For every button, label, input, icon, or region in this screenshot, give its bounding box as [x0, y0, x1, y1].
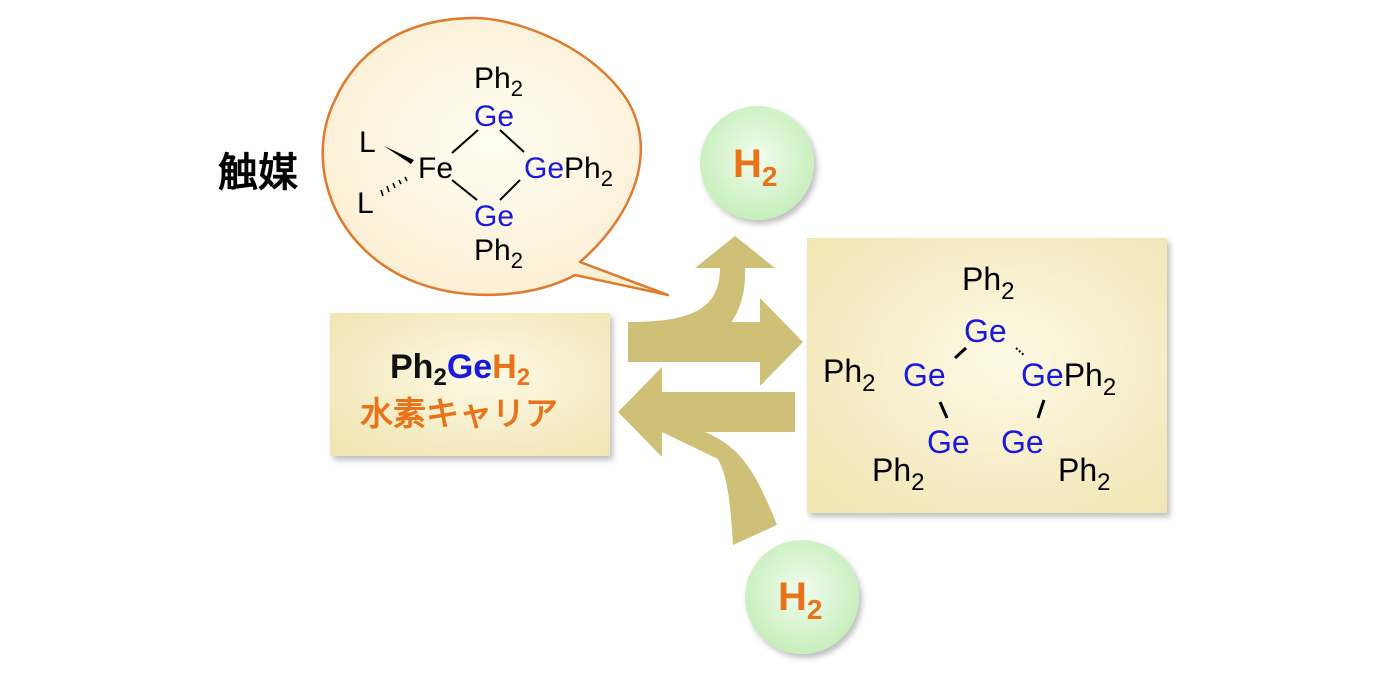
bond-fe-ge-top [451, 129, 479, 154]
ge-ring-right: GePh2 [1021, 357, 1116, 401]
forward-arrow [628, 298, 803, 386]
ge-ring-bottom-right: Ge [1001, 424, 1044, 460]
ring-bond [938, 401, 949, 419]
ge-ring-left: Ge [903, 357, 946, 393]
h2-uptake-circle [745, 540, 859, 654]
h2-released-circle [700, 106, 814, 220]
bond-ge-top-ge-right [499, 129, 525, 153]
wedge-bond [384, 146, 414, 164]
cyclopentagermane-box [807, 238, 1167, 513]
ph2-ring-bottom-right: Ph2 [1058, 452, 1111, 496]
bond-fe-ge-bottom [451, 179, 478, 201]
ge-ring-top: Ge [964, 313, 1007, 349]
h2-released-text: H2 [733, 142, 777, 192]
fe-germanium-complex: Ph2 Ge L Fe GePh2 L Ge Ph2 [357, 62, 613, 273]
hydrogen-carrier-box [330, 313, 610, 456]
fe-atom: Fe [418, 152, 453, 185]
catalyst-label: 触媒 [218, 150, 299, 196]
carrier-label: 水素キャリア [360, 394, 558, 433]
ph2-ring-top: Ph2 [962, 261, 1015, 305]
ge-top-atom: Ge [474, 100, 514, 133]
hashed-bond [380, 176, 408, 197]
bond-ge-right-ge-bottom [499, 179, 521, 201]
uptake-h2-arrow [662, 400, 777, 545]
ligand-bottom-label: L [357, 187, 374, 220]
ph2-top-text: Ph2 [474, 62, 523, 101]
ge-bottom-atom: Ge [474, 200, 514, 233]
ph2-ring-left: Ph2 [823, 353, 876, 397]
backward-arrow [618, 367, 795, 457]
ph2-bottom-text: Ph2 [474, 234, 523, 273]
ge-right-atom: GePh2 [524, 152, 613, 191]
carrier-formula: Ph2GeH2 [390, 348, 530, 391]
equilibrium-arrows [618, 236, 803, 545]
catalyst-speech-bubble [321, 16, 670, 297]
ring-bond [953, 346, 968, 360]
ph2-ring-bottom-left: Ph2 [872, 452, 925, 496]
cyclopentagermane-structure: Ph2 Ge Ph2 Ge GePh2 Ge Ph2 Ge Ph2 [823, 261, 1116, 496]
ligand-top-label: L [359, 126, 376, 159]
ge-ring-bottom-left: Ge [927, 424, 970, 460]
ring-bond [1036, 399, 1046, 419]
h2-uptake-text: H2 [778, 575, 822, 625]
